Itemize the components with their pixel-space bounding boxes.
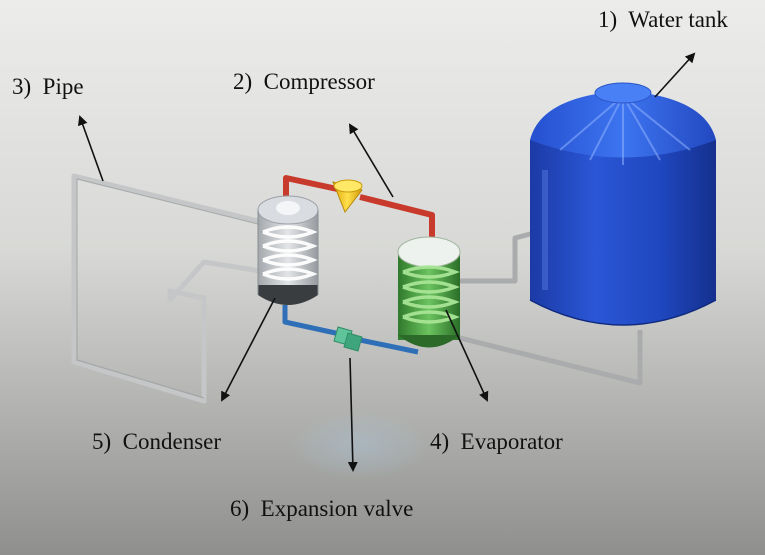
label-compressor: 2) Compressor: [233, 69, 375, 94]
compressor: [332, 179, 363, 213]
arrow-pipe: [78, 115, 104, 182]
pointer-arrows: [78, 52, 696, 472]
condenser: [257, 195, 319, 305]
label-evaporator: 4) Evaporator: [430, 429, 563, 454]
arrow-expansion-valve: [347, 357, 358, 472]
floor-reflection: [290, 410, 430, 480]
arrow-evaporator: [445, 309, 489, 402]
arrow-condenser: [221, 297, 276, 402]
evaporator: [397, 236, 461, 348]
arrow-compressor: [348, 123, 394, 198]
label-pipe: 3) Pipe: [12, 74, 84, 99]
hot-pipe: [283, 175, 435, 240]
water-tank: [529, 82, 717, 326]
cold-pipe: [282, 305, 419, 355]
label-condenser: 5) Condenser: [92, 429, 222, 454]
tank-connection-pipes: [447, 229, 643, 386]
label-water-tank: 1) Water tank: [598, 7, 728, 32]
pipe-loop-shadow: [76, 178, 263, 399]
expansion-valve: [333, 326, 363, 352]
arrow-water-tank: [654, 52, 696, 98]
label-expansion-valve: 6) Expansion valve: [230, 496, 414, 521]
